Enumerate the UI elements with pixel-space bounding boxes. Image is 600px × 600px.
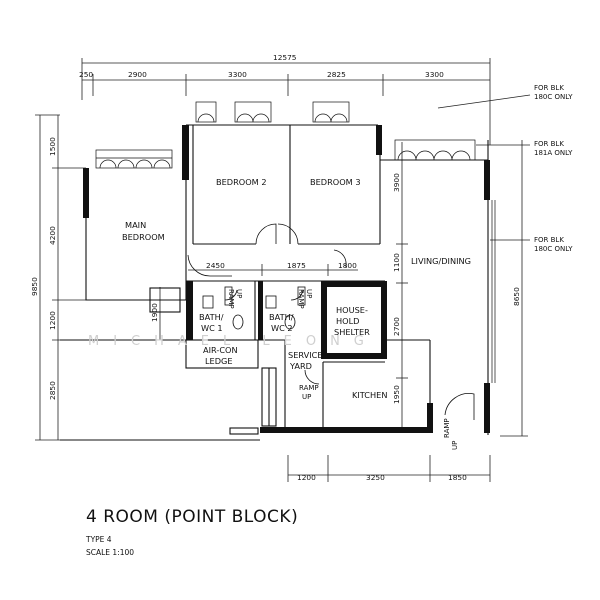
dim-int-h-2: 1875 — [287, 261, 306, 270]
label-service-yard-1: SERVICE — [288, 350, 323, 360]
label-ramp-up-main: RAMP — [443, 418, 451, 438]
structural-walls — [83, 125, 490, 433]
label-ramp-up-main-b: UP — [451, 441, 459, 450]
dimension-labels: 12575 250 2900 3300 2825 3300 9850 1500 … — [30, 53, 521, 482]
plan-type: TYPE 4 — [86, 535, 112, 544]
dim-top-2: 2900 — [128, 70, 147, 79]
label-main-bedroom-1: MAIN — [125, 220, 146, 230]
label-shelter-1: HOUSE- — [336, 305, 368, 315]
label-shelter-2: HOLD — [336, 316, 359, 326]
dim-left-4: 2850 — [48, 381, 57, 400]
dim-top-4: 2825 — [327, 70, 346, 79]
label-aircon-2: LEDGE — [205, 356, 233, 366]
dim-top-5: 3300 — [425, 70, 444, 79]
label-bedroom-2: BEDROOM 2 — [216, 177, 267, 187]
plan-scale: SCALE 1:100 — [86, 548, 135, 557]
label-main-bedroom-2: BEDROOM — [122, 232, 165, 242]
dim-int-v-5: 1900 — [150, 303, 159, 322]
dim-int-v-1: 3900 — [392, 173, 401, 192]
dim-overall: 12575 — [273, 53, 297, 62]
dim-left-1: 1500 — [48, 137, 57, 156]
dim-int-v-2: 1100 — [392, 253, 401, 272]
note-1-line-2: 180C ONLY — [534, 93, 573, 101]
fixtures — [202, 286, 306, 330]
door-swings — [187, 223, 475, 420]
thin-walls — [60, 124, 489, 441]
label-service-yard-2: YARD — [289, 361, 312, 371]
dim-left-2: 4200 — [48, 226, 57, 245]
note-3-line-2: 180C ONLY — [534, 245, 573, 253]
label-ramp-up-sy-2: UP — [302, 393, 311, 401]
label-aircon-1: AIR-CON — [203, 345, 238, 355]
dim-int-v-4: 1950 — [392, 385, 401, 404]
label-ramp-up-b2b: UP — [305, 289, 313, 298]
dim-bottom-2: 3250 — [366, 473, 385, 482]
label-ramp-up-sy-1: RAMP — [299, 384, 319, 392]
dim-top-1: 250 — [79, 70, 93, 79]
label-kitchen: KITCHEN — [352, 390, 387, 400]
dim-bottom-3: 1850 — [448, 473, 467, 482]
dim-left-3: 1200 — [48, 311, 57, 330]
room-labels: MAIN BEDROOM BEDROOM 2 BEDROOM 3 LIVING/… — [122, 177, 471, 450]
note-1-line-1: FOR BLK — [534, 84, 564, 92]
dim-int-h-1: 2450 — [206, 261, 225, 270]
label-ramp-up-b1: RAMP — [227, 289, 235, 309]
label-bedroom-3: BEDROOM 3 — [310, 177, 361, 187]
dim-top-3: 3300 — [228, 70, 247, 79]
dim-right-total: 8650 — [512, 287, 521, 306]
label-ramp-up-b2: RAMP — [297, 289, 305, 309]
note-2-line-2: 181A ONLY — [534, 149, 573, 157]
dim-int-h-3: 1800 — [338, 261, 357, 270]
label-living-dining: LIVING/DINING — [411, 256, 471, 266]
dim-int-v-3: 2700 — [392, 317, 401, 336]
label-bath2-2: WC 2 — [271, 323, 293, 333]
label-bath1-2: WC 1 — [201, 323, 223, 333]
block-notes: FOR BLK 180C ONLY FOR BLK 181A ONLY FOR … — [534, 84, 573, 253]
window-bays — [95, 101, 496, 383]
dimension-lines — [35, 58, 531, 482]
label-bath2-1: BATH/ — [269, 312, 294, 322]
dim-bottom-1: 1200 — [297, 473, 316, 482]
label-ramp-up-b1b: UP — [235, 289, 243, 298]
note-3-line-1: FOR BLK — [534, 236, 564, 244]
label-shelter-3: SHELTER — [334, 327, 370, 337]
note-2-line-1: FOR BLK — [534, 140, 564, 148]
plan-title: 4 ROOM (POINT BLOCK) — [86, 507, 299, 527]
watermark: MICHAEL LEONG — [88, 334, 378, 349]
label-bath1-1: BATH/ — [199, 312, 224, 322]
dim-left-total: 9850 — [30, 277, 39, 296]
